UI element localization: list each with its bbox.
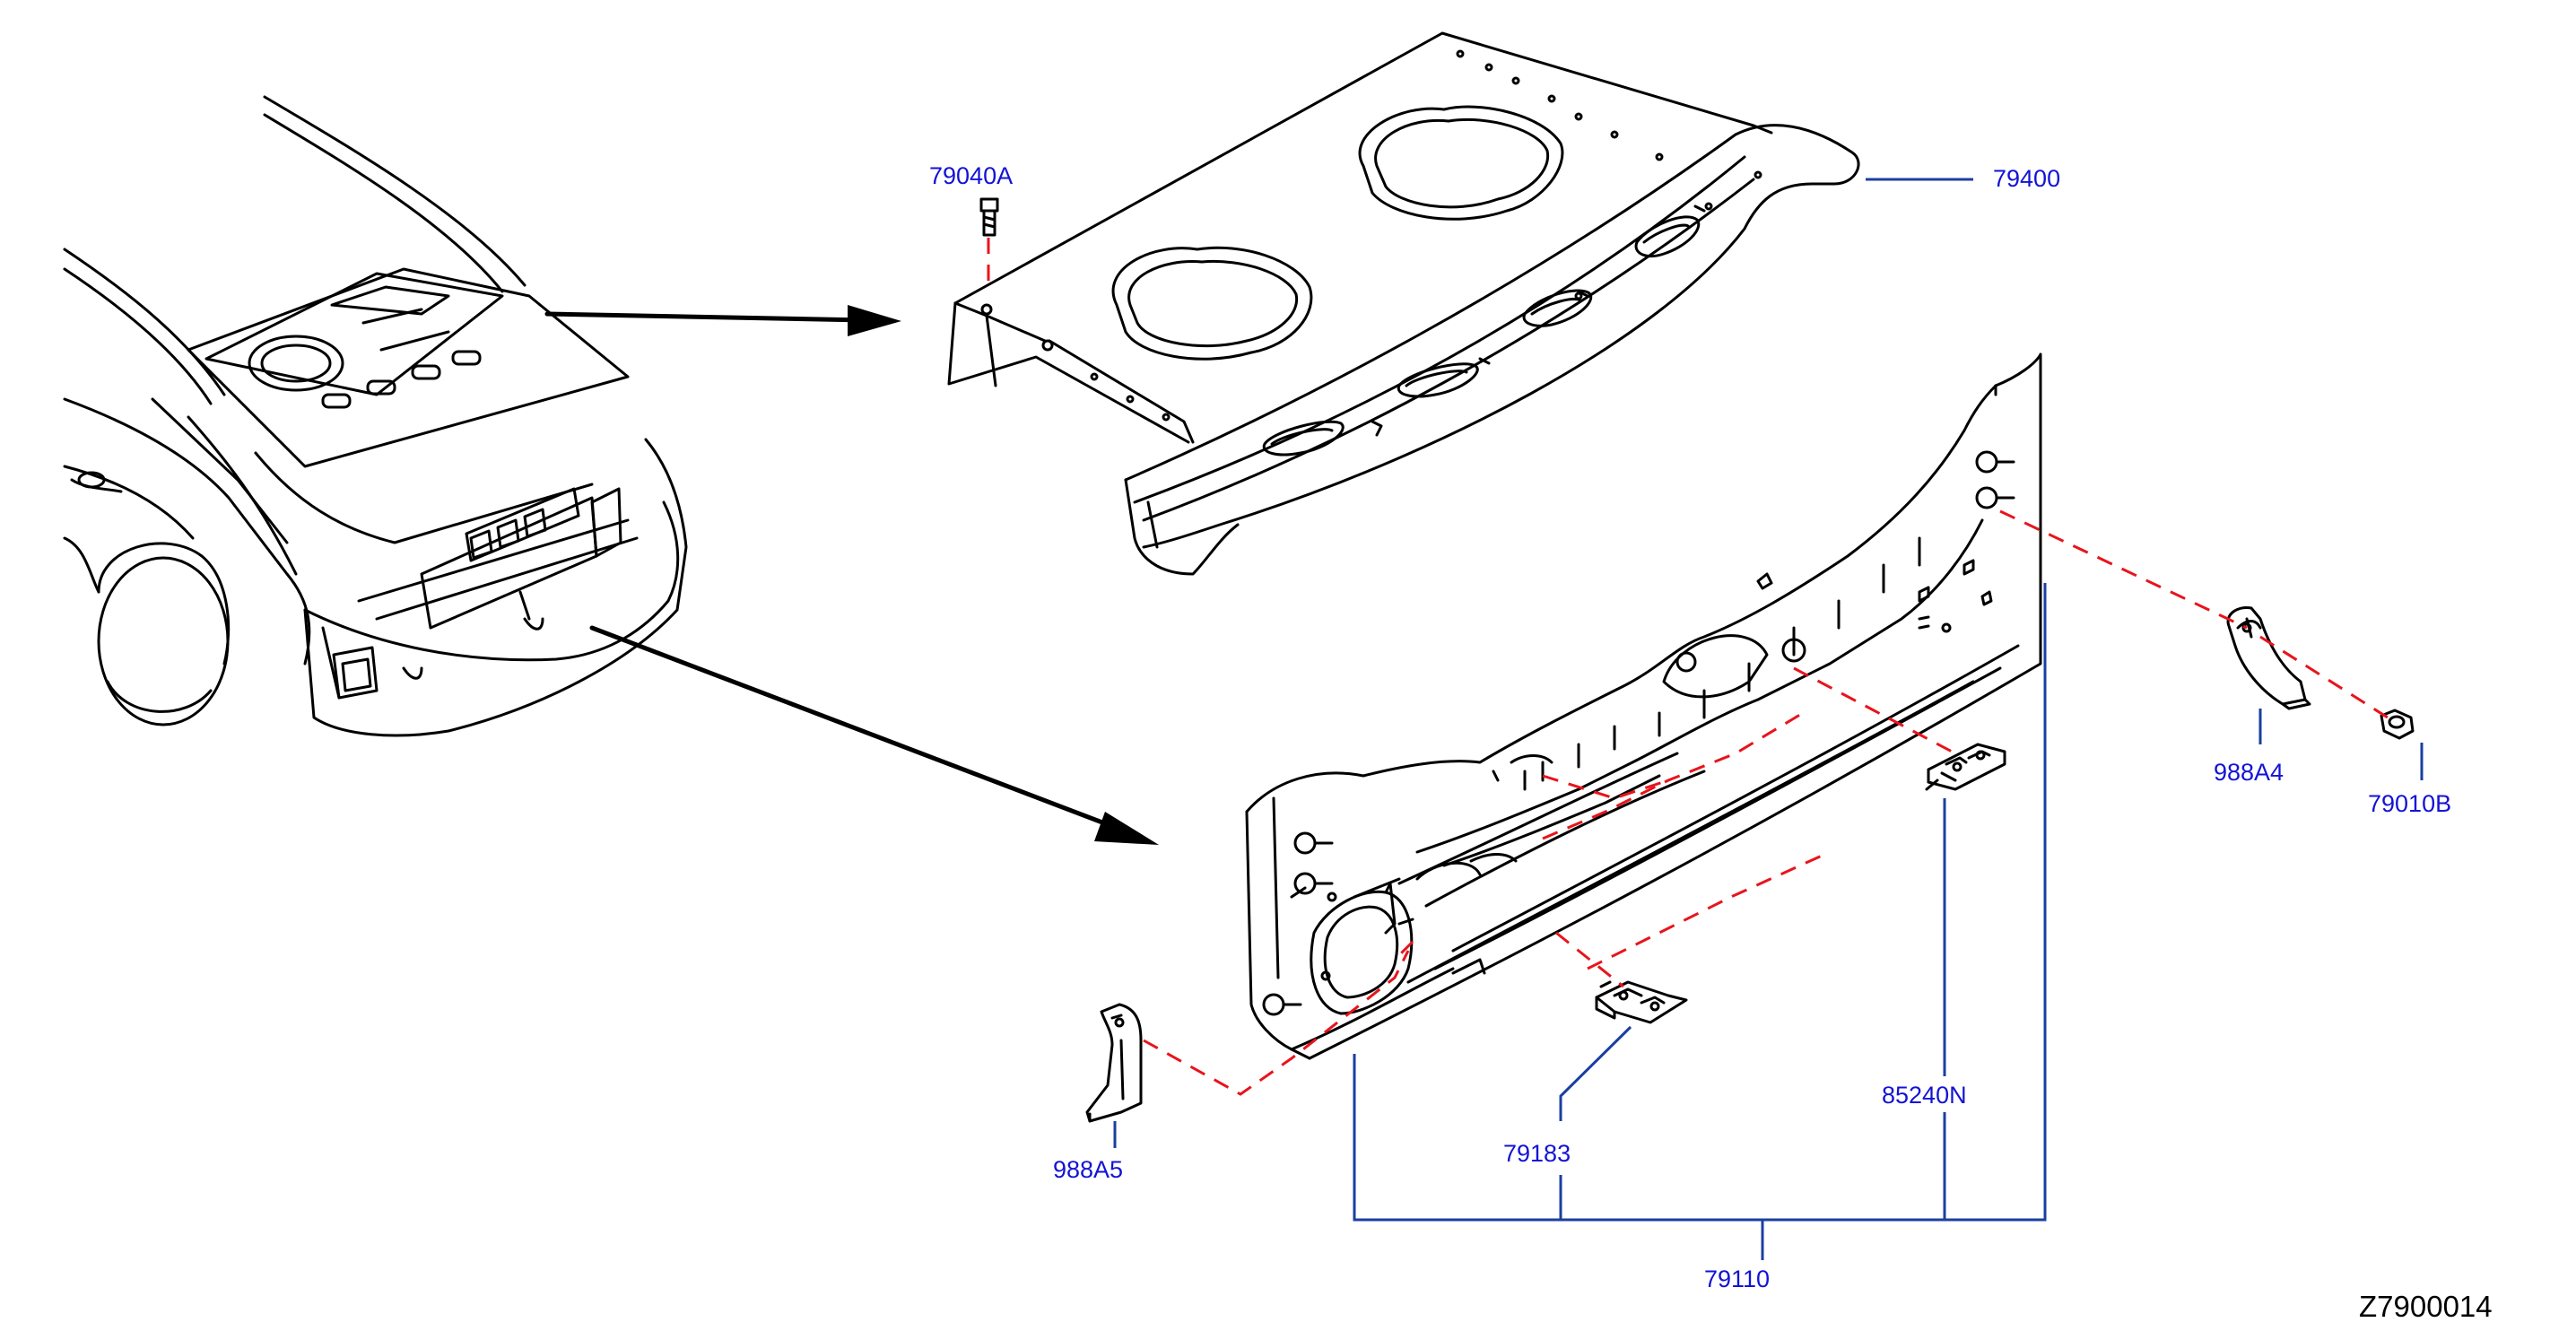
bracket-85240N-icon[interactable] [1925,743,2006,791]
label-79110[interactable]: 79110 [1704,1266,1770,1292]
bracket-79183-icon[interactable] [1595,980,1688,1024]
assembly-leader-lines [987,238,2389,1096]
label-988A4[interactable]: 988A4 [2214,759,2284,786]
part-labels: 79040A 79400 988A4 79010B 85240N 79183 7… [929,162,2451,1292]
label-988A5[interactable]: 988A5 [1053,1156,1123,1183]
nut-79010B-icon[interactable] [2380,709,2415,740]
label-85240N[interactable]: 85240N [1882,1082,1967,1109]
bracket-988A4-icon[interactable] [2226,605,2311,710]
drawing-code: Z7900014 [2359,1290,2493,1323]
label-79040A[interactable]: 79040A [929,162,1013,189]
label-79400[interactable]: 79400 [1993,165,2060,192]
callout-lines [1113,178,2424,1260]
rear-panel-79110[interactable] [1245,352,2042,1060]
bolt-79040A-icon[interactable] [979,197,999,237]
arrowheads [848,305,1159,845]
label-79183[interactable]: 79183 [1503,1140,1571,1167]
label-79010B[interactable]: 79010B [2368,790,2451,817]
parcel-shelf-panel-79400[interactable] [947,31,1860,576]
bracket-988A5-icon[interactable] [1085,1003,1143,1123]
reference-arrows [544,311,1124,832]
car-rear-overview-illustration [63,95,688,737]
